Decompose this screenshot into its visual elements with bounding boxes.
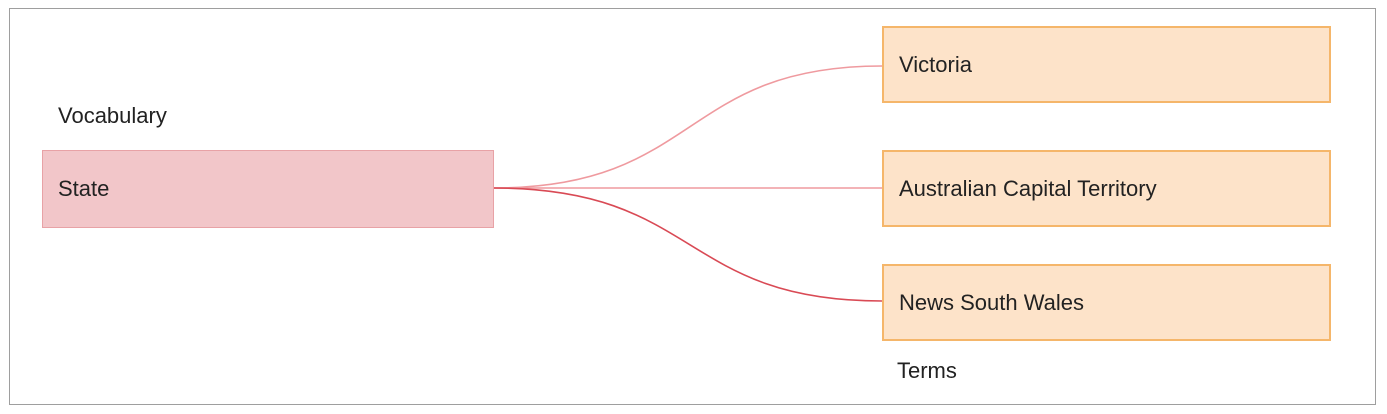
term-node-label: Australian Capital Territory <box>899 175 1157 201</box>
connector-victoria <box>493 65 883 189</box>
terms-label: Terms <box>897 358 957 383</box>
vocabulary-node-label: State <box>58 176 110 201</box>
term-node-news-south-wales[interactable]: News South Wales <box>882 264 1331 341</box>
term-node-victoria[interactable]: Victoria <box>882 26 1331 103</box>
vocabulary-node-state[interactable]: State <box>42 150 494 228</box>
connector-news-south-wales <box>493 187 883 302</box>
term-node-label: News South Wales <box>899 289 1085 315</box>
term-node-label: Victoria <box>899 51 972 77</box>
term-node-australian-capital-territory[interactable]: Australian Capital Territory <box>882 150 1331 227</box>
vocabulary-label: Vocabulary <box>58 103 167 128</box>
